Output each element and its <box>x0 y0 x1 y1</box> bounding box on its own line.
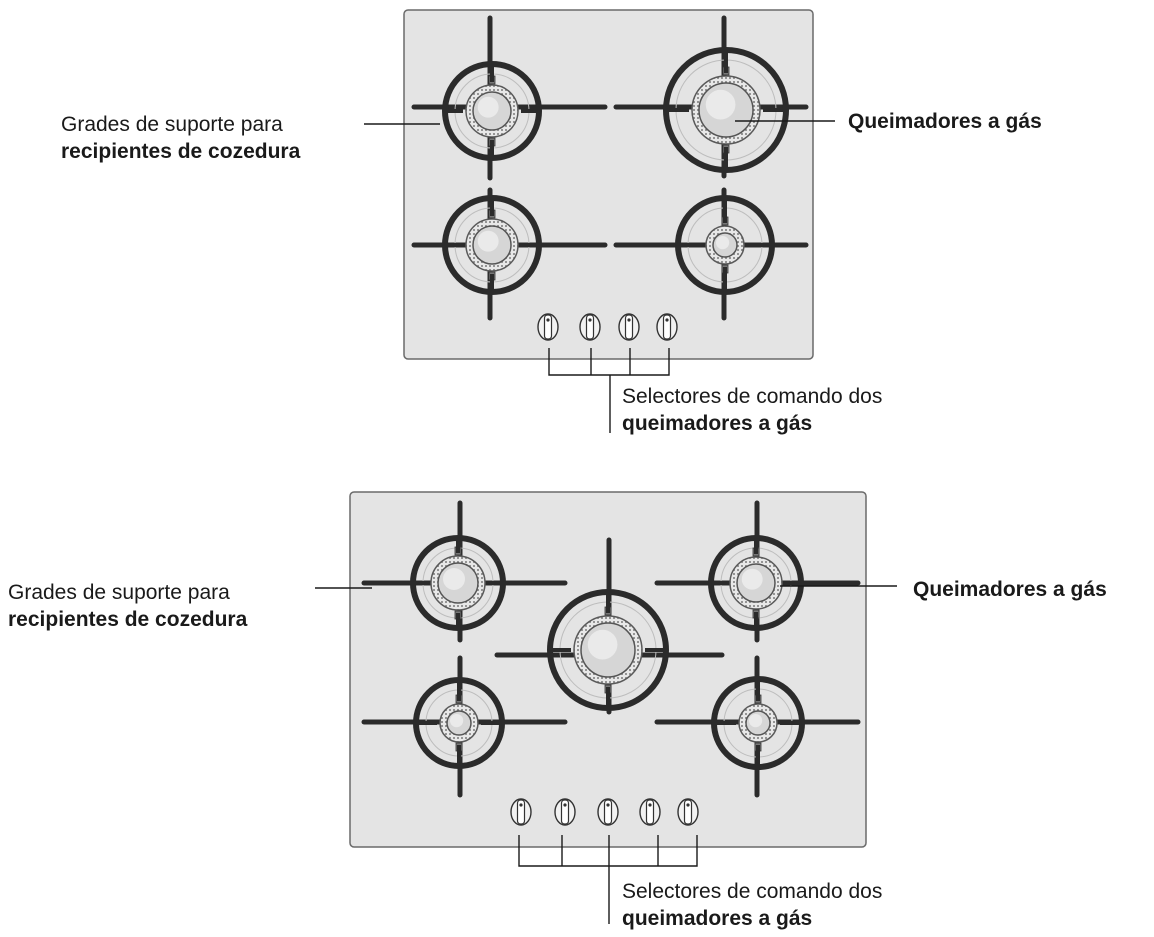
burner-group <box>442 47 789 295</box>
knob-grip <box>683 799 693 825</box>
burner <box>410 535 506 631</box>
burner-group <box>410 535 805 770</box>
knob-indicator <box>665 318 669 322</box>
control-knob <box>510 798 532 826</box>
knobs-bracket <box>548 348 670 376</box>
knob-grip <box>585 314 595 340</box>
burner-cap-highlight <box>716 236 730 250</box>
cooktop-four-burner <box>403 9 814 360</box>
grates-label-line2: recipientes de cozedura <box>8 608 248 631</box>
burner-cap-highlight <box>477 230 499 252</box>
knob-group <box>537 313 678 341</box>
burner-cap-highlight <box>587 629 618 660</box>
control-knob <box>597 798 619 826</box>
burners-label-line1: Queimadores a gás <box>848 110 1042 133</box>
knob-grip <box>543 314 553 340</box>
knobs-label-line1: Selectores de comando dos <box>622 385 883 408</box>
knobs-label-five-burner: Selectores de comando dos queimadores a … <box>622 878 882 932</box>
grates-label-four-burner: Grades de suporte para recipientes de co… <box>61 111 300 165</box>
burners-label-line1: Queimadores a gás <box>913 578 1107 601</box>
knob-grip <box>560 799 570 825</box>
burner <box>442 61 542 161</box>
control-knob <box>639 798 661 826</box>
control-knob <box>618 313 640 341</box>
burner-cap-highlight <box>450 714 464 728</box>
knobs-bracket <box>518 835 698 867</box>
knob-indicator <box>546 318 550 322</box>
knob-grip <box>662 314 672 340</box>
knobs-label-line1: Selectores de comando dos <box>622 880 883 903</box>
burner-cap-highlight <box>749 714 763 728</box>
control-knob <box>579 313 601 341</box>
knob-grip <box>603 799 613 825</box>
grates-label-line1: Grades de suporte para <box>8 581 230 604</box>
leader-lines-four-burner <box>364 120 835 433</box>
grates-label-line2: recipientes de cozedura <box>61 140 301 163</box>
knobs-label-line2: queimadores a gás <box>622 907 813 930</box>
burner <box>711 676 805 770</box>
knob-indicator <box>686 803 690 807</box>
burner-cap-highlight <box>705 89 736 120</box>
knob-indicator <box>563 803 567 807</box>
burner <box>675 195 775 295</box>
knob-indicator <box>648 803 652 807</box>
control-knob <box>677 798 699 826</box>
knob-grip <box>645 799 655 825</box>
knob-group <box>510 798 699 826</box>
control-knob <box>554 798 576 826</box>
control-knob <box>537 313 559 341</box>
burner-cap-highlight <box>443 568 465 590</box>
burner <box>547 589 669 711</box>
burners-label-five-burner: Queimadores a gás <box>913 576 1107 603</box>
burner <box>708 535 804 631</box>
control-knob <box>656 313 678 341</box>
burner <box>442 195 542 295</box>
burner <box>663 47 789 173</box>
leader-lines-five-burner <box>315 585 897 924</box>
knob-grip <box>516 799 526 825</box>
knob-indicator <box>588 318 592 322</box>
burner-cap-highlight <box>477 96 499 118</box>
knob-indicator <box>519 803 523 807</box>
cooktop-five-burner <box>349 491 867 848</box>
knob-indicator <box>627 318 631 322</box>
knob-indicator <box>606 803 610 807</box>
knobs-label-four-burner: Selectores de comando dos queimadores a … <box>622 383 882 437</box>
grates-label-line1: Grades de suporte para <box>61 113 283 136</box>
knobs-label-line2: queimadores a gás <box>622 412 813 435</box>
grates-label-five-burner: Grades de suporte para recipientes de co… <box>8 579 247 633</box>
knob-grip <box>624 314 634 340</box>
burner <box>413 677 505 769</box>
burners-label-four-burner: Queimadores a gás <box>848 108 1042 135</box>
cooktop-panel <box>403 9 814 360</box>
burner-cap-highlight <box>741 568 763 590</box>
